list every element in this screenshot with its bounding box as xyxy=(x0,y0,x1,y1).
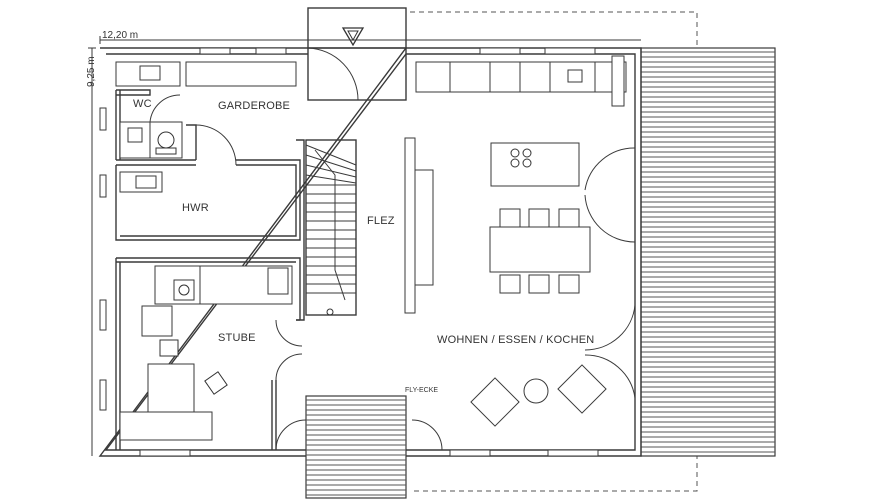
entrance-porch xyxy=(307,7,407,101)
room-label-wc: WC xyxy=(133,98,152,110)
interior-walls xyxy=(115,89,305,450)
washing-machine-icon xyxy=(173,279,195,301)
lounge-furniture xyxy=(470,364,607,427)
kitchen-island xyxy=(490,142,580,187)
sink-icon xyxy=(135,175,157,189)
room-label-fly-ecke: FLY-ECKE xyxy=(405,387,438,394)
sink-icon xyxy=(567,69,583,83)
room-label-garderobe: GARDEROBE xyxy=(218,100,290,112)
windows xyxy=(99,47,599,457)
stube-fixtures xyxy=(119,265,293,441)
room-label-wohnen: WOHNEN / ESSEN / KOCHEN xyxy=(437,334,594,346)
wc-fixtures xyxy=(115,61,183,159)
door-swings xyxy=(275,147,636,451)
toilet-icon xyxy=(155,131,177,155)
terrace-decking xyxy=(640,47,776,457)
garderobe-cabinet xyxy=(185,61,297,87)
room-label-hwr: HWR xyxy=(182,202,209,214)
depth-dimension-label: 9,25 m xyxy=(86,56,97,87)
central-wall xyxy=(404,137,434,314)
room-label-flez: FLEZ xyxy=(367,215,395,227)
entrance-arrow-icon xyxy=(341,27,365,47)
stove-icon xyxy=(510,148,532,168)
front-steps xyxy=(305,395,407,499)
sink-icon xyxy=(139,65,161,81)
staircase xyxy=(305,139,357,316)
dining-table xyxy=(489,208,591,294)
hwr-door-swing xyxy=(195,124,237,166)
room-label-stube: STUBE xyxy=(218,332,256,344)
armchair-icon xyxy=(159,339,228,395)
width-dimension-label: 12,20 m xyxy=(102,30,138,41)
dimension-lines xyxy=(88,36,641,456)
entrance-door-swing xyxy=(307,47,359,101)
kitchen-counter xyxy=(415,55,627,107)
